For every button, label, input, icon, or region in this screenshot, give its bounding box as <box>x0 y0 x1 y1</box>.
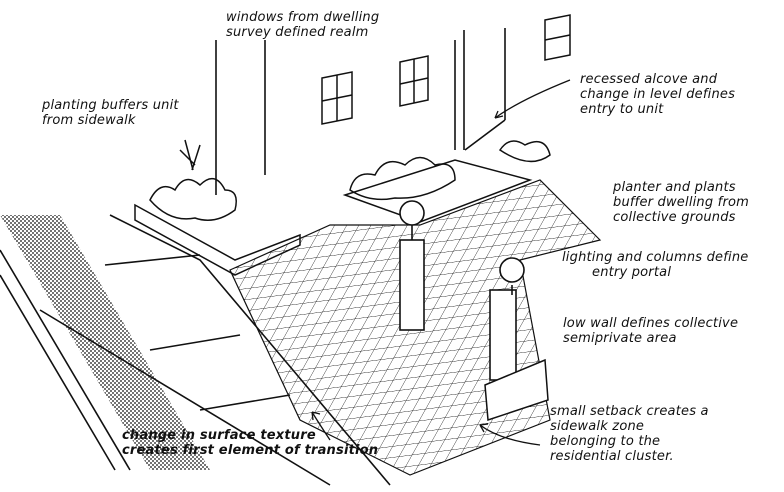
annotation-surface-texture: change in surface texture creates first … <box>122 428 378 458</box>
annotation-lighting: lighting and columns define entry portal <box>562 250 748 280</box>
annotation-planter: planter and plants buffer dwelling from … <box>613 180 749 225</box>
window-left <box>322 72 352 124</box>
annotation-line: buffer dwelling from <box>613 195 749 210</box>
annotation-line: change in surface texture <box>122 428 378 443</box>
annotation-low-wall: low wall defines collective semiprivate … <box>563 316 738 346</box>
building-facade <box>216 28 505 195</box>
annotation-line: residential cluster. <box>550 449 709 464</box>
annotation-planting-sidewalk: planting buffers unit from sidewalk <box>42 98 179 128</box>
column-left <box>400 201 424 330</box>
annotation-line: belonging to the <box>550 434 709 449</box>
annotation-line: collective grounds <box>613 210 749 225</box>
annotation-windows: windows from dwelling survey defined rea… <box>226 10 379 40</box>
window-upper <box>545 15 570 60</box>
annotation-line: entry portal <box>562 265 748 280</box>
annotation-line: entry to unit <box>580 102 735 117</box>
annotation-line: change in level defines <box>580 87 735 102</box>
annotation-line: planter and plants <box>613 180 749 195</box>
annotation-line: creates first element of transition <box>122 443 378 458</box>
annotation-line: windows from dwelling <box>226 10 379 25</box>
annotation-recessed-alcove: recessed alcove and change in level defi… <box>580 72 735 117</box>
annotation-line: low wall defines collective <box>563 316 738 331</box>
window-middle <box>400 56 428 106</box>
annotation-line: semiprivate area <box>563 331 738 346</box>
annotation-line: planting buffers unit <box>42 98 179 113</box>
annotation-line: lighting and columns define <box>562 250 748 265</box>
annotation-line: small setback creates a <box>550 404 709 419</box>
annotation-setback: small setback creates a sidewalk zone be… <box>550 404 709 464</box>
annotation-line: from sidewalk <box>42 113 179 128</box>
annotation-line: recessed alcove and <box>580 72 735 87</box>
annotation-line: survey defined realm <box>226 25 379 40</box>
annotation-line: sidewalk zone <box>550 419 709 434</box>
